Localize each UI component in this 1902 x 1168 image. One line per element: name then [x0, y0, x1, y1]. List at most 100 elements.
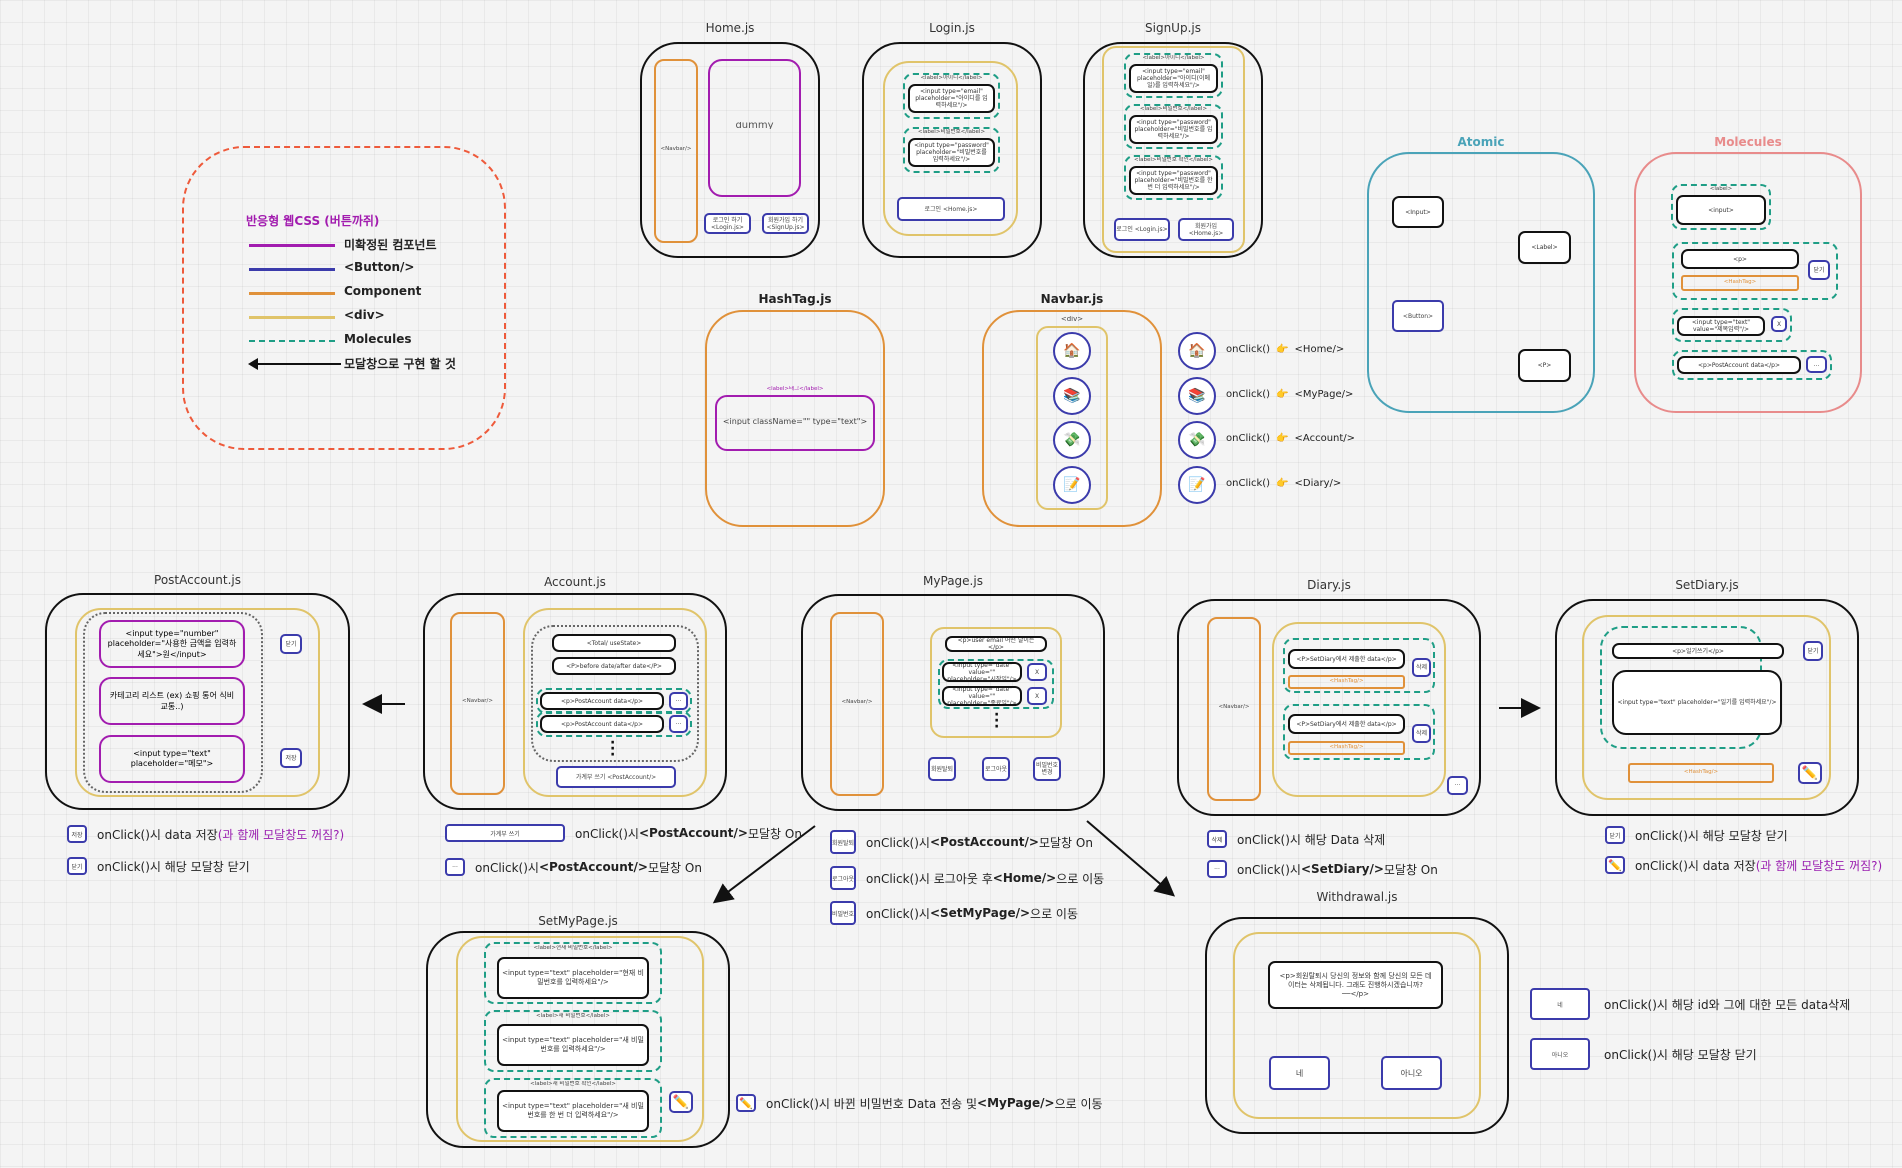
note-close-icon: 닫기 — [67, 857, 87, 875]
note-postaccount-save: 저장 onClick()시 data 저장(과 함께 모달창도 꺼짐?) — [67, 825, 344, 843]
postaccount-div — [75, 608, 320, 797]
postaccount-dotted — [83, 612, 263, 793]
mypage-user-email: <p>user email 어떤 날이든</p> — [945, 636, 1047, 652]
diary-molecule-1 — [1283, 638, 1435, 693]
home-signup-button[interactable]: 회원가입 하기 <SignUp.js> — [762, 213, 809, 234]
memo-icon: 📝 — [1063, 477, 1081, 493]
account-dotted — [531, 625, 699, 762]
home-login-button[interactable]: 로그인 하기 <Login.js> — [704, 213, 751, 234]
withdrawal-title: Withdrawal.js — [1316, 890, 1398, 904]
postaccount-save-button[interactable]: 저장 — [280, 748, 302, 768]
postaccount-category-list[interactable]: 카테고리 리스트 (ex) 쇼핑 통어 식비 교통..) — [99, 677, 245, 725]
molecule-p-hashtag — [1672, 242, 1838, 300]
setdiary-save-button[interactable]: ✏️ — [1798, 762, 1822, 784]
setdiary-input[interactable]: <input type="text" placeholder="일기를 입력하세… — [1612, 670, 1782, 735]
legend-label-component: Component — [344, 284, 422, 298]
pencil-icon: ✏️ — [1801, 765, 1819, 781]
note-mypage-withdraw: 회원탈퇴 onClick()시 <PostAccount/> 모달창 On — [830, 830, 1093, 854]
diary-hashtag-1 — [1288, 675, 1405, 689]
molecule-p-dots — [1672, 350, 1832, 380]
login-submit-button[interactable]: 로그인 <Home.js> — [897, 197, 1005, 221]
withdrawal-div — [1233, 932, 1481, 1119]
setmypage-save-button[interactable]: ✏️ — [669, 1091, 693, 1113]
home-navbar — [654, 59, 698, 243]
withdrawal-yes-button[interactable]: 네 — [1269, 1056, 1330, 1090]
hashtag-input[interactable] — [715, 395, 875, 451]
note-save-icon: 저장 — [67, 825, 87, 843]
mypage-end-date[interactable]: <input type="date" value="" placeholder=… — [942, 686, 1022, 706]
navbar-diary-button[interactable]: 📝 — [1053, 466, 1091, 504]
diary-hashtag-1-label: <HashTag/> — [1329, 678, 1364, 684]
note-mypage-button[interactable]: 📚 — [1178, 377, 1216, 415]
account-write-button[interactable]: 가계부 쓰기 <PostAccount/> — [556, 766, 676, 788]
note-diary-button[interactable]: 📝 — [1178, 466, 1216, 504]
signup-input-2[interactable]: <input type="password" placeholder="비밀번호… — [1129, 115, 1218, 144]
withdrawal-no-button[interactable]: 아니오 — [1381, 1056, 1442, 1090]
note-account-button[interactable]: 💸 — [1178, 421, 1216, 459]
login-molecule-2 — [903, 127, 1000, 173]
atomic-label: <Label> — [1518, 231, 1571, 264]
signup-submit-button[interactable]: 회원가입 <Home.js> — [1178, 218, 1234, 241]
mypage-frame — [801, 594, 1105, 811]
diary-molecule-2 — [1283, 704, 1435, 760]
mypage-start-date[interactable]: <input type="date" value="" placeholder=… — [942, 662, 1022, 682]
setmypage-input-3[interactable]: <input type="text" placeholder="새 비밀번호를 … — [497, 1090, 649, 1132]
account-more-button-1[interactable]: ··· — [669, 692, 688, 710]
home-title: Home.js — [705, 21, 755, 35]
setdiary-div — [1582, 615, 1831, 800]
diary-delete-button-2[interactable]: 삭제 — [1412, 724, 1431, 743]
account-more-dots: ··· — [610, 735, 616, 763]
mypage-logout-button[interactable]: 로그아웃 — [982, 757, 1010, 781]
setmypage-input-2[interactable]: <input type="text" placeholder="새 비밀번호를 … — [497, 1024, 649, 1066]
setmypage-input-1[interactable]: <input type="text" placeholder="현재 비밀번호를… — [497, 957, 649, 999]
account-more-button-2[interactable]: ··· — [669, 715, 688, 733]
note-password-icon: 비밀번호 — [830, 901, 856, 925]
navbar-home-button[interactable]: 🏠 — [1053, 332, 1091, 370]
mypage-date-btn-1[interactable]: X — [1027, 663, 1047, 681]
setdiary-close-button[interactable]: 닫기 — [1803, 641, 1823, 661]
hashtag-input-label: <input className="" type="text"> — [722, 418, 868, 425]
signup-frame — [1083, 42, 1263, 258]
postaccount-input-amount[interactable]: <input type="number" placeholder="사용한 금액… — [99, 620, 245, 668]
account-row-1: <p>PostAccount data</p> — [540, 692, 664, 710]
signup-molecule-3 — [1124, 155, 1223, 200]
signup-label-3: <label>비밀번호 확인</label> — [1134, 157, 1213, 163]
diary-write-button[interactable]: ··· — [1447, 776, 1468, 795]
account-title: Account.js — [544, 575, 606, 589]
signup-login-button[interactable]: 로그인 <Login.js> — [1114, 218, 1170, 241]
navbar-frame — [982, 310, 1162, 527]
login-frame — [862, 42, 1042, 258]
mypage-div — [930, 627, 1062, 738]
molecule-x-button: X — [1771, 316, 1787, 332]
postaccount-input-memo[interactable]: <input type="text" placeholder="메모"> — [99, 735, 245, 783]
signup-label-1: <label>아이디</label> — [1142, 55, 1205, 61]
home-dummy-box — [708, 59, 801, 197]
account-molecule-1 — [536, 688, 692, 714]
postaccount-close-button[interactable]: 닫기 — [280, 634, 302, 654]
account-div — [523, 608, 707, 797]
legend-label-arrow: 모달창으로 구현 할 것 — [344, 357, 456, 371]
navbar-account-button[interactable]: 💸 — [1053, 421, 1091, 459]
mypage-change-password-button[interactable]: 비밀번호 변경 — [1033, 757, 1061, 781]
molecules-frame — [1634, 152, 1862, 413]
signup-label-2: <label>비밀번호</label> — [1139, 106, 1208, 112]
legend-line-component — [249, 292, 335, 295]
signup-input-3[interactable]: <input type="password" placeholder="비밀번호… — [1129, 166, 1218, 195]
mypage-withdraw-button[interactable]: 회원탈퇴 — [928, 757, 956, 781]
login-input-2[interactable]: <input type="password" placeholder="비밀번호… — [908, 138, 995, 167]
postaccount-title: PostAccount.js — [154, 573, 241, 587]
signup-input-1[interactable]: <input type="email" placeholder="아이디(이메일… — [1129, 64, 1218, 93]
note-home-button[interactable]: 🏠 — [1178, 332, 1216, 370]
mypage-date-btn-2[interactable]: X — [1027, 687, 1047, 705]
navbar-mypage-button[interactable]: 📚 — [1053, 377, 1091, 415]
note-more-icon: ··· — [445, 858, 465, 876]
mypage-navbar — [830, 612, 884, 796]
note-account: onClick()👉<Account/> — [1226, 433, 1356, 444]
note-close-icon: 닫기 — [1605, 826, 1625, 844]
setdiary-frame — [1555, 599, 1859, 816]
molecule-input-x — [1672, 308, 1792, 342]
diary-delete-button-1[interactable]: 삭제 — [1412, 658, 1431, 677]
login-input-1[interactable]: <input type="email" placeholder="아이디를 입력… — [908, 84, 995, 113]
note-withdraw-icon: 회원탈퇴 — [830, 830, 856, 854]
